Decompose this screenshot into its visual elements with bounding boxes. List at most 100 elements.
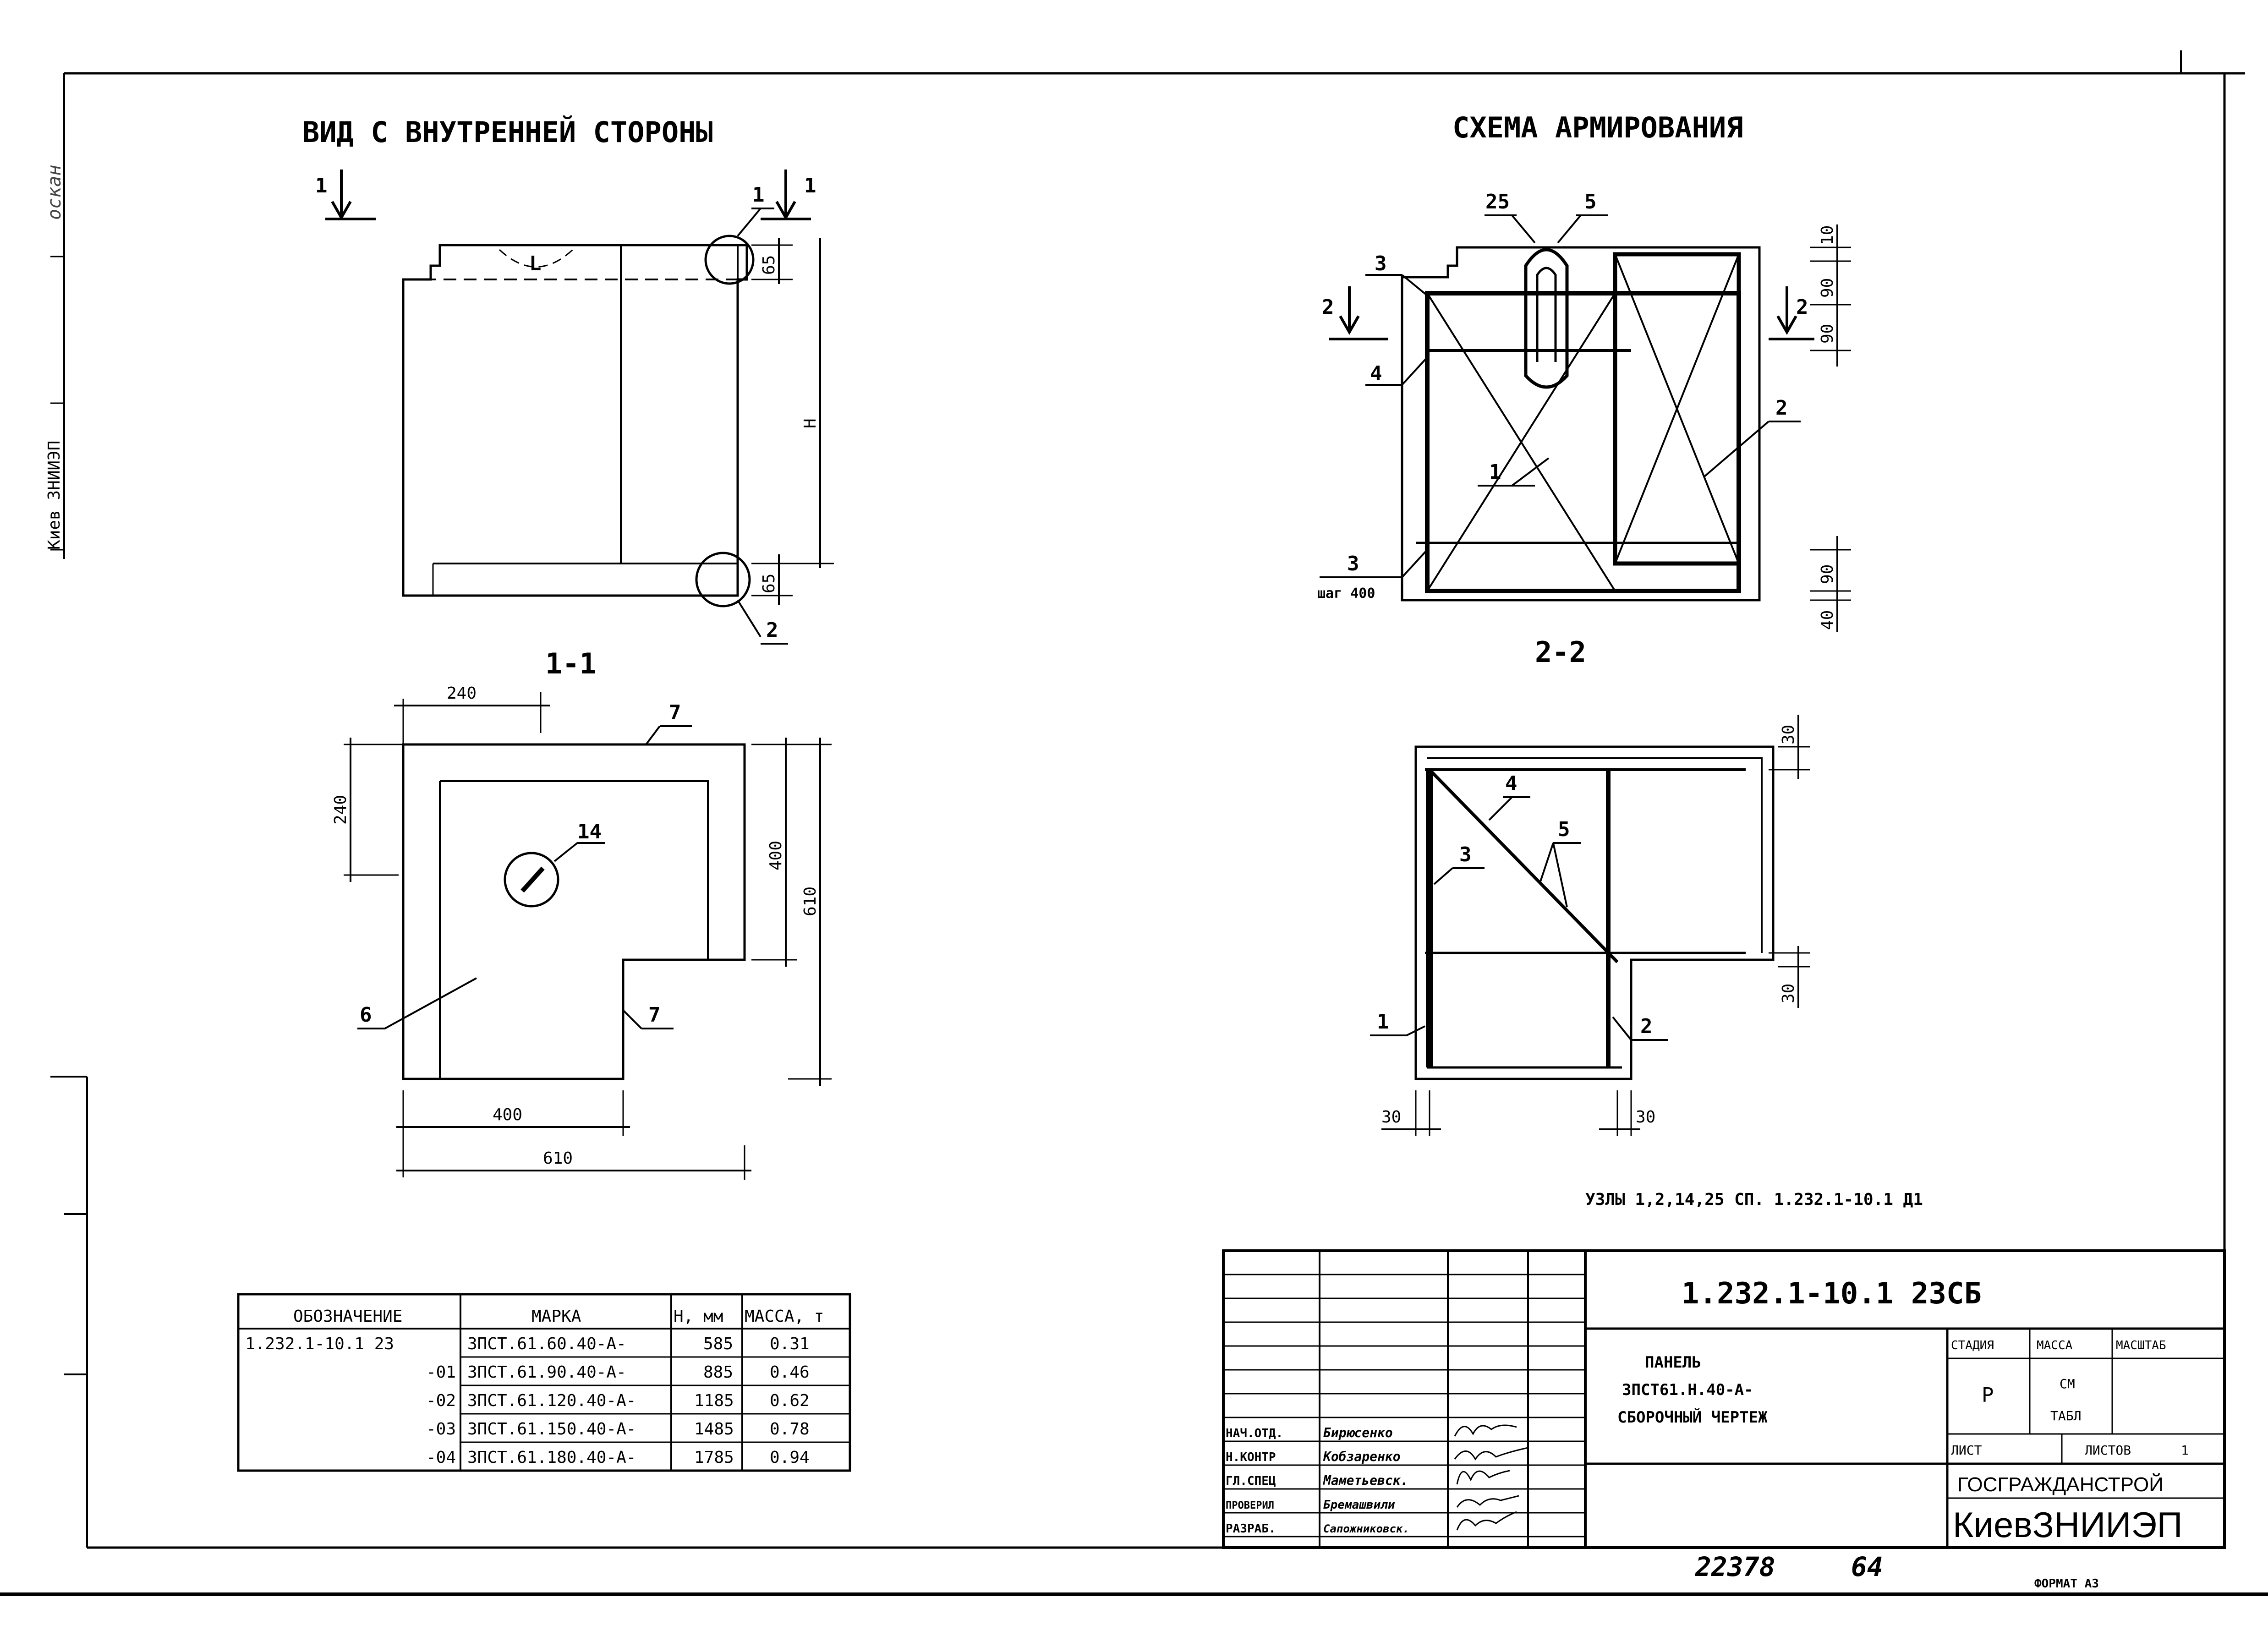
- name-head-dept: Бирюсенко: [1323, 1425, 1393, 1440]
- reinforcement-title: СХЕМА АРМИРОВАНИЯ: [1452, 111, 1743, 144]
- section-2-2: 2-2 4 5 3 1 2 30 30: [1370, 635, 1810, 1136]
- spec-row-3-mark: 3ПСТ.61.150.40-А-: [467, 1420, 636, 1439]
- name-checked: Бремашвили: [1323, 1498, 1395, 1512]
- cut-1-left-label: 1: [315, 174, 328, 197]
- spec-row-2-designation: -02: [426, 1391, 456, 1410]
- mass-label: МАССА: [2037, 1339, 2073, 1352]
- sec2-pos-3: 3: [1459, 843, 1472, 866]
- inner-view: ВИД С ВНУТРЕННЕЙ СТОРОНЫ 1 1 L 1 2 65: [302, 115, 834, 645]
- reinf-dim-90-b: 90: [1818, 324, 1837, 344]
- spec-row-0-designation: 1.232.1-10.1 23: [245, 1335, 394, 1353]
- role-head-dept: НАЧ.ОТД.: [1226, 1427, 1283, 1440]
- spec-row-2-mass: 0.62: [770, 1391, 810, 1410]
- spec-row-4-h: 1785: [694, 1448, 734, 1467]
- node-1-label: 1: [752, 183, 765, 207]
- spec-header-h: H, мм: [674, 1307, 723, 1326]
- spec-header-mark: МАРКА: [531, 1307, 581, 1326]
- sec2-pos-5: 5: [1558, 818, 1570, 841]
- spec-row-0-h: 585: [703, 1335, 733, 1353]
- sec2-dim-30-right: 30: [1636, 1108, 1655, 1127]
- spec-header-mass: МАССА, т: [745, 1307, 824, 1326]
- signatures: [1454, 1424, 1528, 1531]
- spec-row-2-h: 1185: [694, 1391, 734, 1410]
- reinf-pos-3-top: 3: [1375, 252, 1387, 275]
- node-2-label: 2: [766, 618, 778, 642]
- spec-row-0-mark: 3ПСТ.61.60.40-А-: [467, 1335, 626, 1353]
- sheet-number: 64: [1851, 1551, 1883, 1582]
- sec2-pos-2: 2: [1640, 1015, 1653, 1038]
- pos-7-right-label: 7: [648, 1003, 661, 1027]
- cut-1-right-label: 1: [804, 174, 816, 197]
- format-label: ФОРМАТ А3: [2034, 1577, 2099, 1591]
- spec-row-4-designation: -04: [426, 1448, 456, 1467]
- inner-view-title: ВИД С ВНУТРЕННЕЙ СТОРОНЫ: [302, 115, 713, 149]
- mass-value-1: СМ: [2060, 1376, 2075, 1391]
- document-code: 1.232.1-10.1 23СБ: [1682, 1277, 1982, 1311]
- reinf-dim-10: 10: [1818, 225, 1837, 245]
- name-developed: Сапожниковск.: [1323, 1522, 1409, 1535]
- sec2-dim-30-left: 30: [1381, 1108, 1401, 1127]
- reinf-pos-5: 5: [1584, 190, 1597, 213]
- dim-610-bottom: 610: [543, 1149, 573, 1168]
- reinf-dim-40: 40: [1818, 610, 1837, 630]
- dim-400-bottom: 400: [493, 1105, 522, 1124]
- title-name-3: СБОРОЧНЫЙ ЧЕРТЕЖ: [1617, 1408, 1768, 1427]
- dim-65-bottom: 65: [760, 574, 778, 593]
- title-name-2: 3ПСТ61.Н.40-А-: [1622, 1381, 1753, 1399]
- spec-row-3-mass: 0.78: [770, 1420, 810, 1439]
- spec-row-3-designation: -03: [426, 1420, 456, 1439]
- title-block: НАЧ.ОТД. Н.КОНТР ГЛ.СПЕЦ ПРОВЕРИЛ РАЗРАБ…: [1222, 1249, 2226, 1549]
- reinf-step-note: шаг 400: [1317, 585, 1375, 602]
- sec2-dim-30-mid: 30: [1779, 984, 1798, 1003]
- margin-organization: Киев ЗНИИЭП: [45, 441, 64, 550]
- spec-row-1-designation: -01: [426, 1363, 456, 1382]
- spec-header-designation: ОБОЗНАЧЕНИЕ: [293, 1307, 402, 1326]
- dim-400-right: 400: [767, 841, 785, 870]
- sec2-dim-30-top: 30: [1779, 725, 1798, 744]
- dim-65-top: 65: [760, 255, 778, 275]
- sheet-label: ЛИСТ: [1951, 1443, 1982, 1458]
- dim-240-top: 240: [447, 684, 477, 703]
- spec-row-4-mark: 3ПСТ.61.180.40-А-: [467, 1448, 636, 1467]
- reinf-pos-2: 2: [1775, 396, 1788, 420]
- pos-14-label: 14: [577, 820, 602, 843]
- reinf-pos-1: 1: [1489, 460, 1501, 484]
- name-chief-spec: Маметьевск.: [1323, 1473, 1408, 1488]
- dim-610-right: 610: [801, 886, 820, 916]
- reinf-pos-25: 25: [1485, 190, 1510, 213]
- dim-h: H: [801, 418, 820, 428]
- sec2-pos-4: 4: [1505, 772, 1517, 795]
- section-1-1: 1-1 14 6 7 7 240 240 400 610: [331, 647, 832, 1180]
- scale-label: МАСШТАБ: [2116, 1339, 2166, 1352]
- reinf-pos-4: 4: [1370, 362, 1382, 385]
- cut-2-left-label: 2: [1322, 295, 1334, 319]
- section-1-title: 1-1: [545, 647, 597, 680]
- pos-7-top-label: 7: [669, 701, 681, 724]
- stage-value: Р: [1982, 1384, 1994, 1407]
- sheets-value: 1: [2181, 1443, 2189, 1458]
- stage-label: СТАДИЯ: [1951, 1339, 1994, 1352]
- spec-row-1-h: 885: [703, 1363, 733, 1382]
- organization-1: ГОСГРАЖДАНСТРОЙ: [1957, 1472, 2164, 1496]
- pos-6-label: 6: [360, 1003, 372, 1027]
- spec-row-2-mark: 3ПСТ.61.120.40-А-: [467, 1391, 636, 1410]
- spec-row-1-mark: 3ПСТ.61.90.40-А-: [467, 1363, 626, 1382]
- mass-value-2: ТАБЛ: [2050, 1408, 2081, 1423]
- spec-row-3-h: 1485: [694, 1420, 734, 1439]
- spec-row-0-mass: 0.31: [770, 1335, 810, 1353]
- organization-2: КиевЗНИИЭП: [1953, 1505, 2183, 1545]
- title-name-1: ПАНЕЛЬ: [1645, 1353, 1701, 1372]
- reinf-pos-3-bottom: 3: [1347, 552, 1359, 575]
- sheets-label: ЛИСТОВ: [2085, 1443, 2131, 1458]
- archive-number: 22378: [1695, 1551, 1775, 1582]
- spec-row-1-mass: 0.46: [770, 1363, 810, 1382]
- nodes-note: УЗЛЫ 1,2,14,25 СП. 1.232.1-10.1 Д1: [1585, 1190, 1923, 1209]
- reinf-dim-90-a: 90: [1818, 278, 1837, 298]
- role-developed: РАЗРАБ.: [1226, 1522, 1276, 1536]
- spec-row-4-mass: 0.94: [770, 1448, 810, 1467]
- spec-table: ОБОЗНАЧЕНИЕ МАРКА H, мм МАССА, т 1.232.1…: [237, 1293, 851, 1472]
- role-chief-spec: ГЛ.СПЕЦ: [1226, 1474, 1276, 1488]
- reinf-dim-90-c: 90: [1818, 564, 1837, 584]
- sec2-pos-1: 1: [1377, 1010, 1389, 1034]
